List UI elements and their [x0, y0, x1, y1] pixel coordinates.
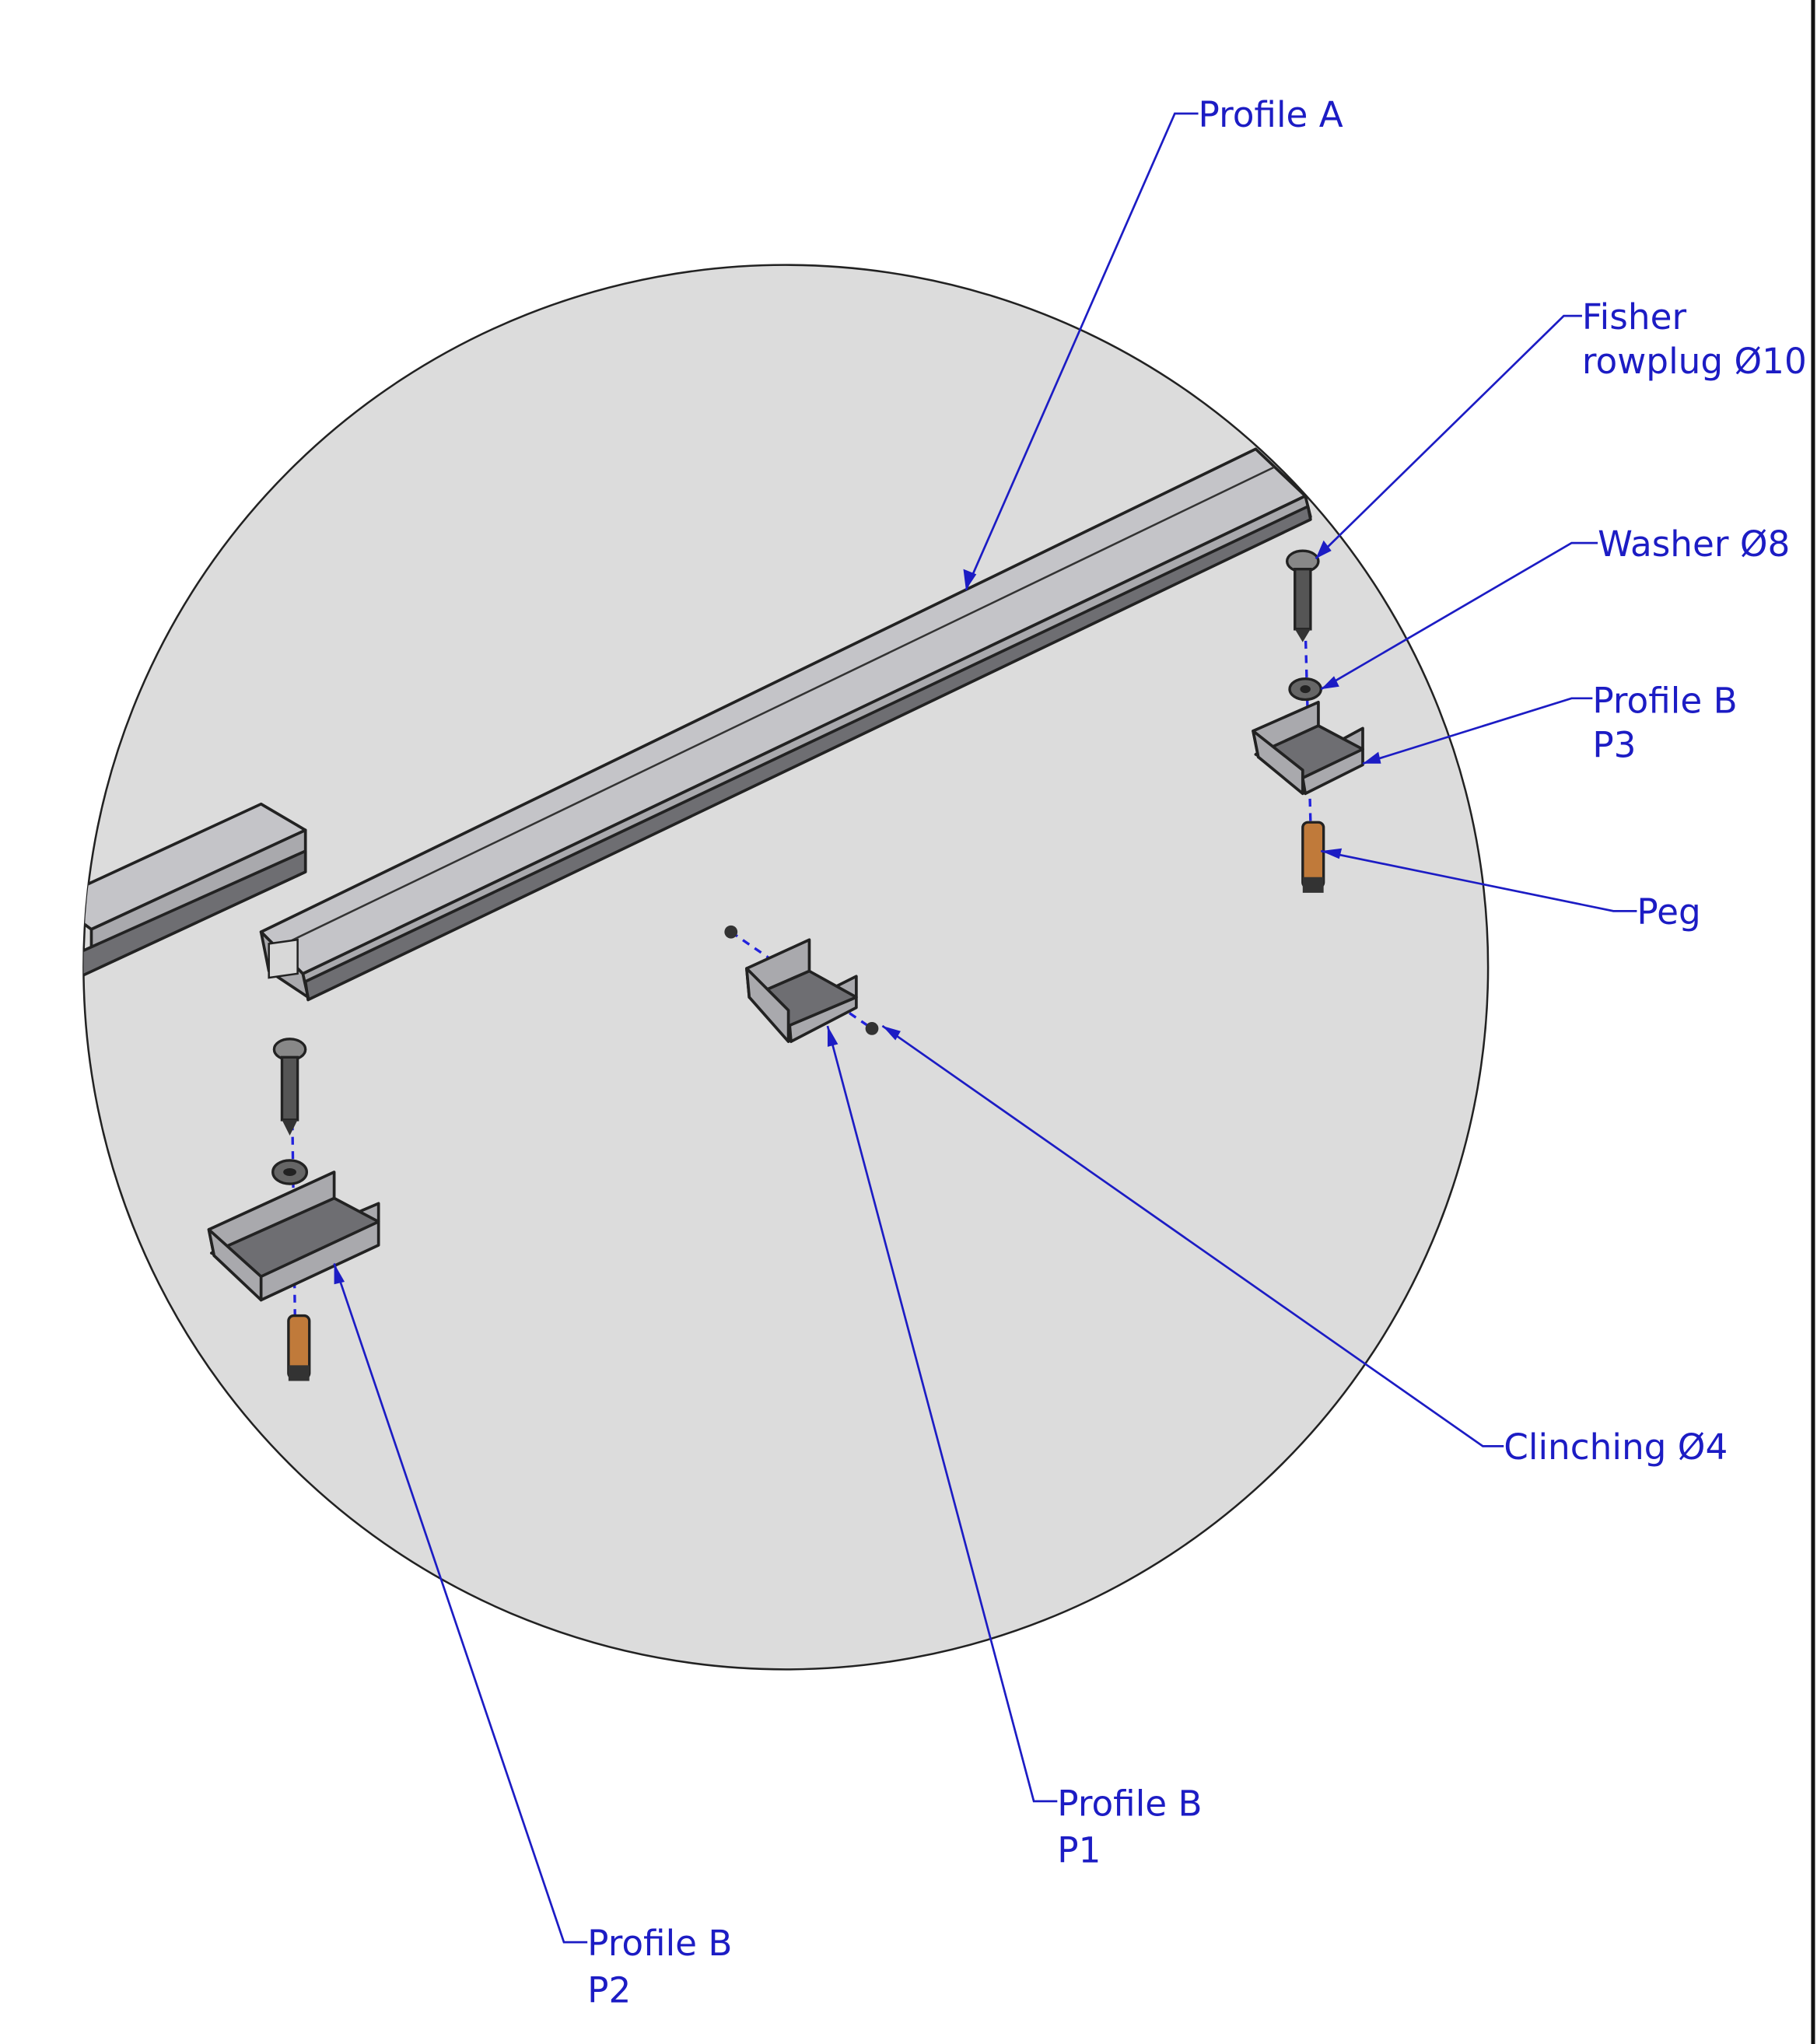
label-profile-b-p3-line1: Profile B [1592, 680, 1737, 721]
rivet-icon [865, 1022, 879, 1035]
label-fisher-line1: Fisher [1582, 296, 1687, 338]
label-peg: Peg [1637, 891, 1700, 933]
profile-b-p2-bracket [207, 1171, 380, 1302]
label-washer: Washer Ø8 [1598, 523, 1790, 565]
label-profile-b-p3-line2: P3 [1592, 724, 1636, 765]
label-fisher-line2: rowplug Ø10 [1582, 341, 1807, 382]
screw-icon [272, 1038, 307, 1136]
fisher-rowplug-icon [1285, 549, 1320, 642]
label-profile-a: Profile A [1199, 94, 1343, 135]
leaders [333, 112, 1637, 1944]
profile-a-bar [259, 447, 1312, 1002]
p3-assembly [1252, 549, 1364, 893]
label-profile-b-p1-line2: P1 [1057, 1830, 1101, 1871]
label-clinching: Clinching Ø4 [1504, 1426, 1728, 1468]
washer-icon [1288, 677, 1322, 702]
p1-assembly [724, 925, 879, 1044]
label-profile-b-p2-line1: Profile B [587, 1923, 732, 1964]
rivet-icon [724, 925, 738, 939]
label-profile-b-p1-line1: Profile B [1057, 1783, 1202, 1824]
label-profile-b-p2-line2: P2 [587, 1969, 631, 2011]
p2-assembly [207, 1038, 380, 1381]
peg-icon [287, 1314, 311, 1381]
washer-icon [271, 1159, 309, 1185]
peg-icon [1301, 821, 1325, 893]
profile-b-p3-bracket [1252, 701, 1364, 796]
profile-a-short-bar [83, 802, 307, 978]
